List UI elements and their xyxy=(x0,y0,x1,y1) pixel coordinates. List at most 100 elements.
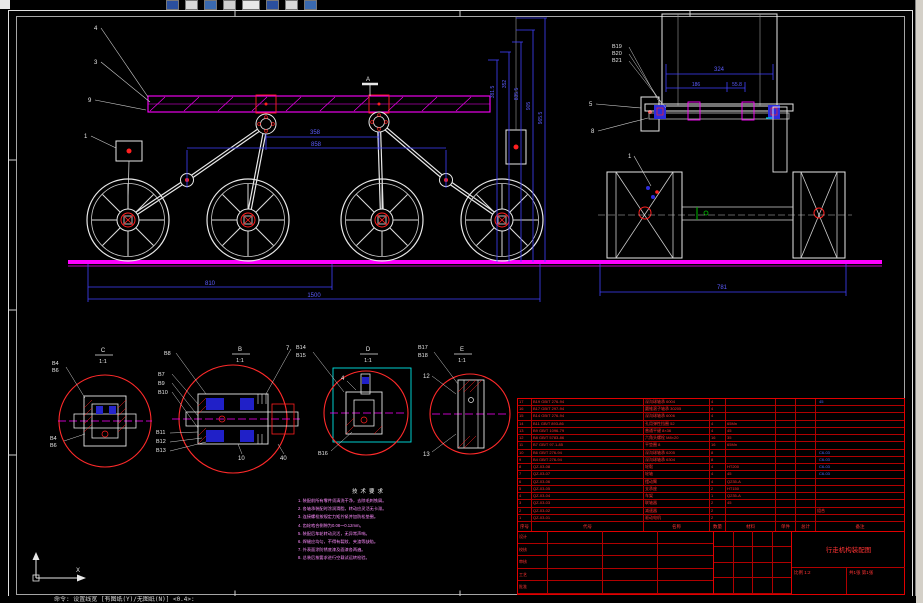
bom-material xyxy=(726,406,776,413)
dim-55-8: 55.8 xyxy=(732,82,742,88)
end-view-wheels xyxy=(598,171,852,259)
command-line[interactable]: 命令: 设置线宽 [有图纸(Y)/无图纸(N)] <0.4>: xyxy=(0,596,916,603)
bom-row: 15 B14 GB/T 276-94 深沟球轴承 6006 4 xyxy=(518,413,904,421)
dim-905: 905 xyxy=(526,102,532,111)
open-file-icon[interactable] xyxy=(185,0,198,10)
window-menu-button[interactable] xyxy=(0,0,10,9)
preview-icon[interactable] xyxy=(242,0,260,10)
label-b21: B21 xyxy=(612,58,622,64)
bom-name: 轮轴 xyxy=(644,471,710,478)
scale-value: 1:2 xyxy=(804,570,811,575)
signature-name-cell xyxy=(548,543,603,556)
bom-qty: 4 xyxy=(710,399,726,406)
print-icon[interactable] xyxy=(223,0,236,10)
wheels xyxy=(86,178,544,262)
bom-remark xyxy=(816,435,904,441)
bom-code: QZ-03-03 xyxy=(532,500,644,507)
sheet-cell: 共1张 第1张 xyxy=(849,570,874,575)
bom-seq: 13 xyxy=(518,427,532,435)
technical-notes: 技术要求 1. 装配前所有零件须清洗干净，去除毛刺铁屑。2. 各轴承装配时涂润滑… xyxy=(298,487,440,563)
bom-total-weight xyxy=(796,427,816,435)
bom-total-weight xyxy=(796,406,816,413)
end-view-dim-texts: 324 186 55.8 781 xyxy=(692,67,742,291)
suspension-linkage xyxy=(115,16,527,221)
signature-sign-cell xyxy=(603,556,658,568)
signature-name-cell xyxy=(548,568,603,581)
bom-material: HT200 xyxy=(726,464,776,471)
dim-810: 810 xyxy=(205,281,216,287)
bom-header-cell: 数量 xyxy=(710,522,726,531)
bom-seq: 9 xyxy=(518,456,532,464)
bom-unit-weight xyxy=(776,399,796,406)
bom-unit-weight xyxy=(776,449,796,456)
bom-remark xyxy=(816,406,904,412)
ucs-x-label: X xyxy=(76,568,80,574)
bom-name: 六角头螺栓 M8×20 xyxy=(644,435,710,442)
bom-unit-weight xyxy=(776,507,796,514)
bom-qty: 2 xyxy=(710,507,726,514)
bom-header-cell: 单件 xyxy=(776,522,796,531)
drive-beam xyxy=(640,96,794,173)
new-file-icon[interactable] xyxy=(166,0,179,10)
section-flag: A xyxy=(362,77,378,96)
main-balloons: 4 3 9 1 xyxy=(84,26,151,149)
pan-icon[interactable] xyxy=(285,0,298,10)
bom-code: B8 GB/T 5783-86 xyxy=(532,435,644,442)
bom-total-weight xyxy=(796,500,816,507)
bom-code: QZ-03-02 xyxy=(532,507,644,514)
chassis-frame xyxy=(147,94,491,114)
bom-qty: 2 xyxy=(710,485,726,493)
bom-total-weight xyxy=(796,507,816,514)
bom-qty: 4 xyxy=(710,406,726,413)
save-icon[interactable] xyxy=(204,0,217,10)
bom-total-weight xyxy=(796,464,816,471)
drawing-title-area: 行走机构装配图 比例 1:2 共1张 第1张 xyxy=(791,531,905,594)
main-dimensions xyxy=(87,17,547,302)
zoom-icon[interactable] xyxy=(266,0,279,10)
bom-rows: 17 B19 GB/T 276-94 深沟球轴承 6004 4 45 16 B1… xyxy=(518,399,904,522)
signature-date-cell xyxy=(658,581,713,593)
balloon-3: 3 xyxy=(94,60,98,66)
bom-material xyxy=(726,514,776,521)
balloon-13: 13 xyxy=(423,452,430,458)
bom-material: Q235-A xyxy=(726,478,776,485)
balloon-4b: 4 xyxy=(341,376,345,382)
toolbar xyxy=(166,0,317,10)
bom-row: 4 QZ-03-04 车架 1 Q235-A xyxy=(518,493,904,501)
signature-label: 设计 xyxy=(518,531,548,543)
note-line: 2. 各轴承装配时涂润滑脂，转动应灵活无卡滞。 xyxy=(298,506,387,512)
bom-unit-weight xyxy=(776,514,796,521)
label-d1-b6b: B6 xyxy=(50,443,57,449)
bom-seq: 11 xyxy=(518,442,532,449)
bom-name: 联轴器 xyxy=(644,500,710,507)
bom-name: 深沟球轴承 6304 xyxy=(644,456,710,464)
label-d2-b9: B9 xyxy=(158,381,165,387)
dim-835-5: 835.5 xyxy=(514,88,520,101)
bom-qty: 2 xyxy=(710,514,726,521)
bom-remark: C6-03 xyxy=(819,471,830,477)
bom-name: 圆锥滚子轴承 30205 xyxy=(644,406,710,413)
signature-row: 工艺 xyxy=(518,568,713,582)
label-d2-b10: B10 xyxy=(158,390,168,396)
bom-name: 平垫圈 8 xyxy=(644,442,710,449)
section-scale-d: 1:1 xyxy=(364,358,372,364)
bom-material: 45 xyxy=(726,471,776,478)
note-line: 5. 装配后车轮转动灵活，无异常声响。 xyxy=(298,530,370,536)
balloon-9: 9 xyxy=(88,98,92,104)
bom-seq: 12 xyxy=(518,435,532,442)
end-view-dims xyxy=(599,64,847,296)
main-dim-texts: 358 858 810 1500 381.5 352 835.5 905 965… xyxy=(205,80,544,299)
signature-date-cell xyxy=(658,569,713,581)
detail-b: B8 7 B7 B9 B10 B11 B12 B13 10 40 xyxy=(156,346,300,474)
window-right-edge[interactable] xyxy=(915,0,923,603)
bom-seq: 7 xyxy=(518,471,532,478)
undo-icon[interactable] xyxy=(304,0,317,10)
bom-seq: 10 xyxy=(518,449,532,456)
notes-lines: 1. 装配前所有零件须清洗干净，去除毛刺铁屑。2. 各轴承装配时涂润滑脂，转动应… xyxy=(298,497,440,563)
bom-unit-weight xyxy=(776,456,796,464)
dim-965-5: 965.5 xyxy=(538,112,544,125)
bom-name: 深沟球轴承 6006 xyxy=(644,413,710,420)
bom-row: 2 QZ-03-02 减速器 2 组合 xyxy=(518,507,904,515)
label-d2-b8: B8 xyxy=(164,351,171,357)
